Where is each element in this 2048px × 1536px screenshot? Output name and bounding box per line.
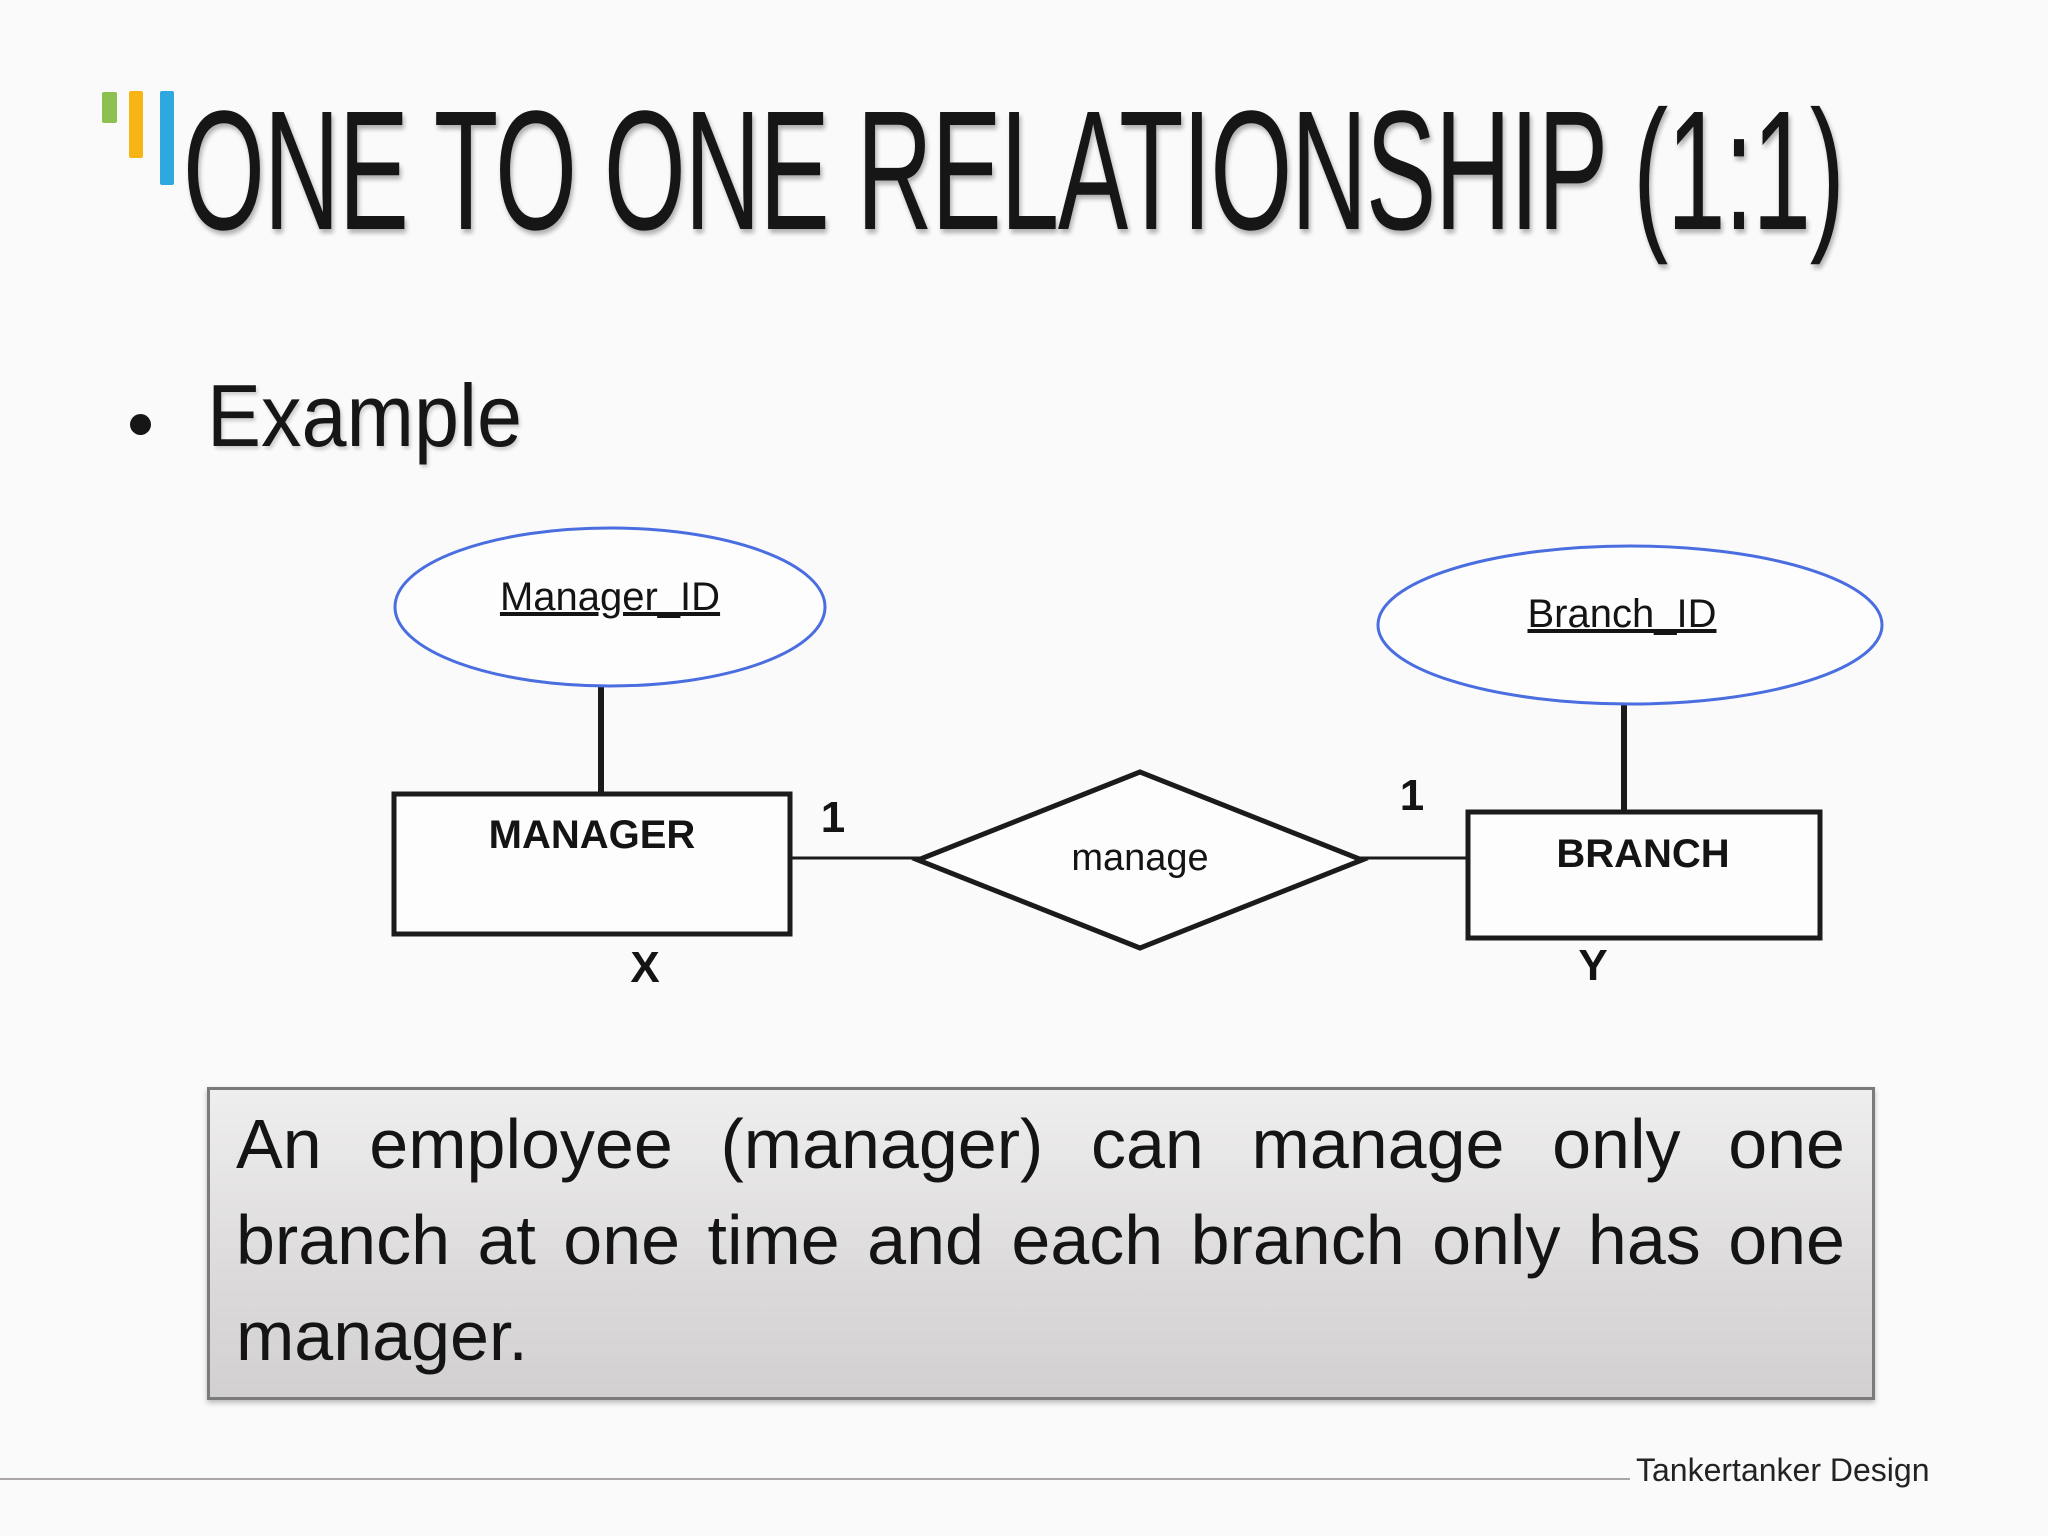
manager-attribute-label: Manager_ID [500,575,720,619]
manager-entity-box [391,791,793,937]
manager-entity-note: X [630,943,659,992]
manager-cardinality-label: 1 [821,793,845,842]
page-title-text: ONE TO ONE RELATIONSHIP (1:1) [183,76,1845,266]
branch-cardinality-label: 1 [1400,771,1424,820]
page-title: ONE TO ONE RELATIONSHIP (1:1) [183,86,2048,256]
bullet-row: Example [130,372,549,460]
er-diagram: Manager_ID Branch_ID MANAGER BRANCH mana… [391,526,1884,992]
branch-attribute-label: Branch_ID [1528,592,1717,636]
logo-bar-blue-icon [160,91,174,185]
logo-bar-green-icon [102,92,117,123]
bullet-label: Example [207,366,522,465]
branch-entity-label: BRANCH [1556,832,1729,876]
logo-bar-yellow-icon [129,91,143,158]
relationship-label: manage [1071,837,1208,879]
branch-entity-box [1465,809,1823,941]
explanation-line-3: manager. [236,1297,528,1375]
explanation-line-2: branch at one time and each branch only … [236,1201,1845,1279]
bullet-dot [130,414,151,435]
branch-entity-note: Y [1578,941,1607,990]
footer-divider [0,1478,1630,1480]
footer-credit: Tankertanker Design [1636,1452,1930,1488]
manager-attribute-ellipse [393,526,827,688]
relationship-diamond [911,769,1369,951]
branch-attribute-ellipse [1376,544,1884,706]
slide-logo-icon [102,91,174,185]
explanation-line-1: An employee (manager) can manage only on… [236,1105,1845,1183]
manager-entity-label: MANAGER [489,813,696,857]
explanation-box: An employee (manager) can manage only on… [207,1087,1875,1400]
